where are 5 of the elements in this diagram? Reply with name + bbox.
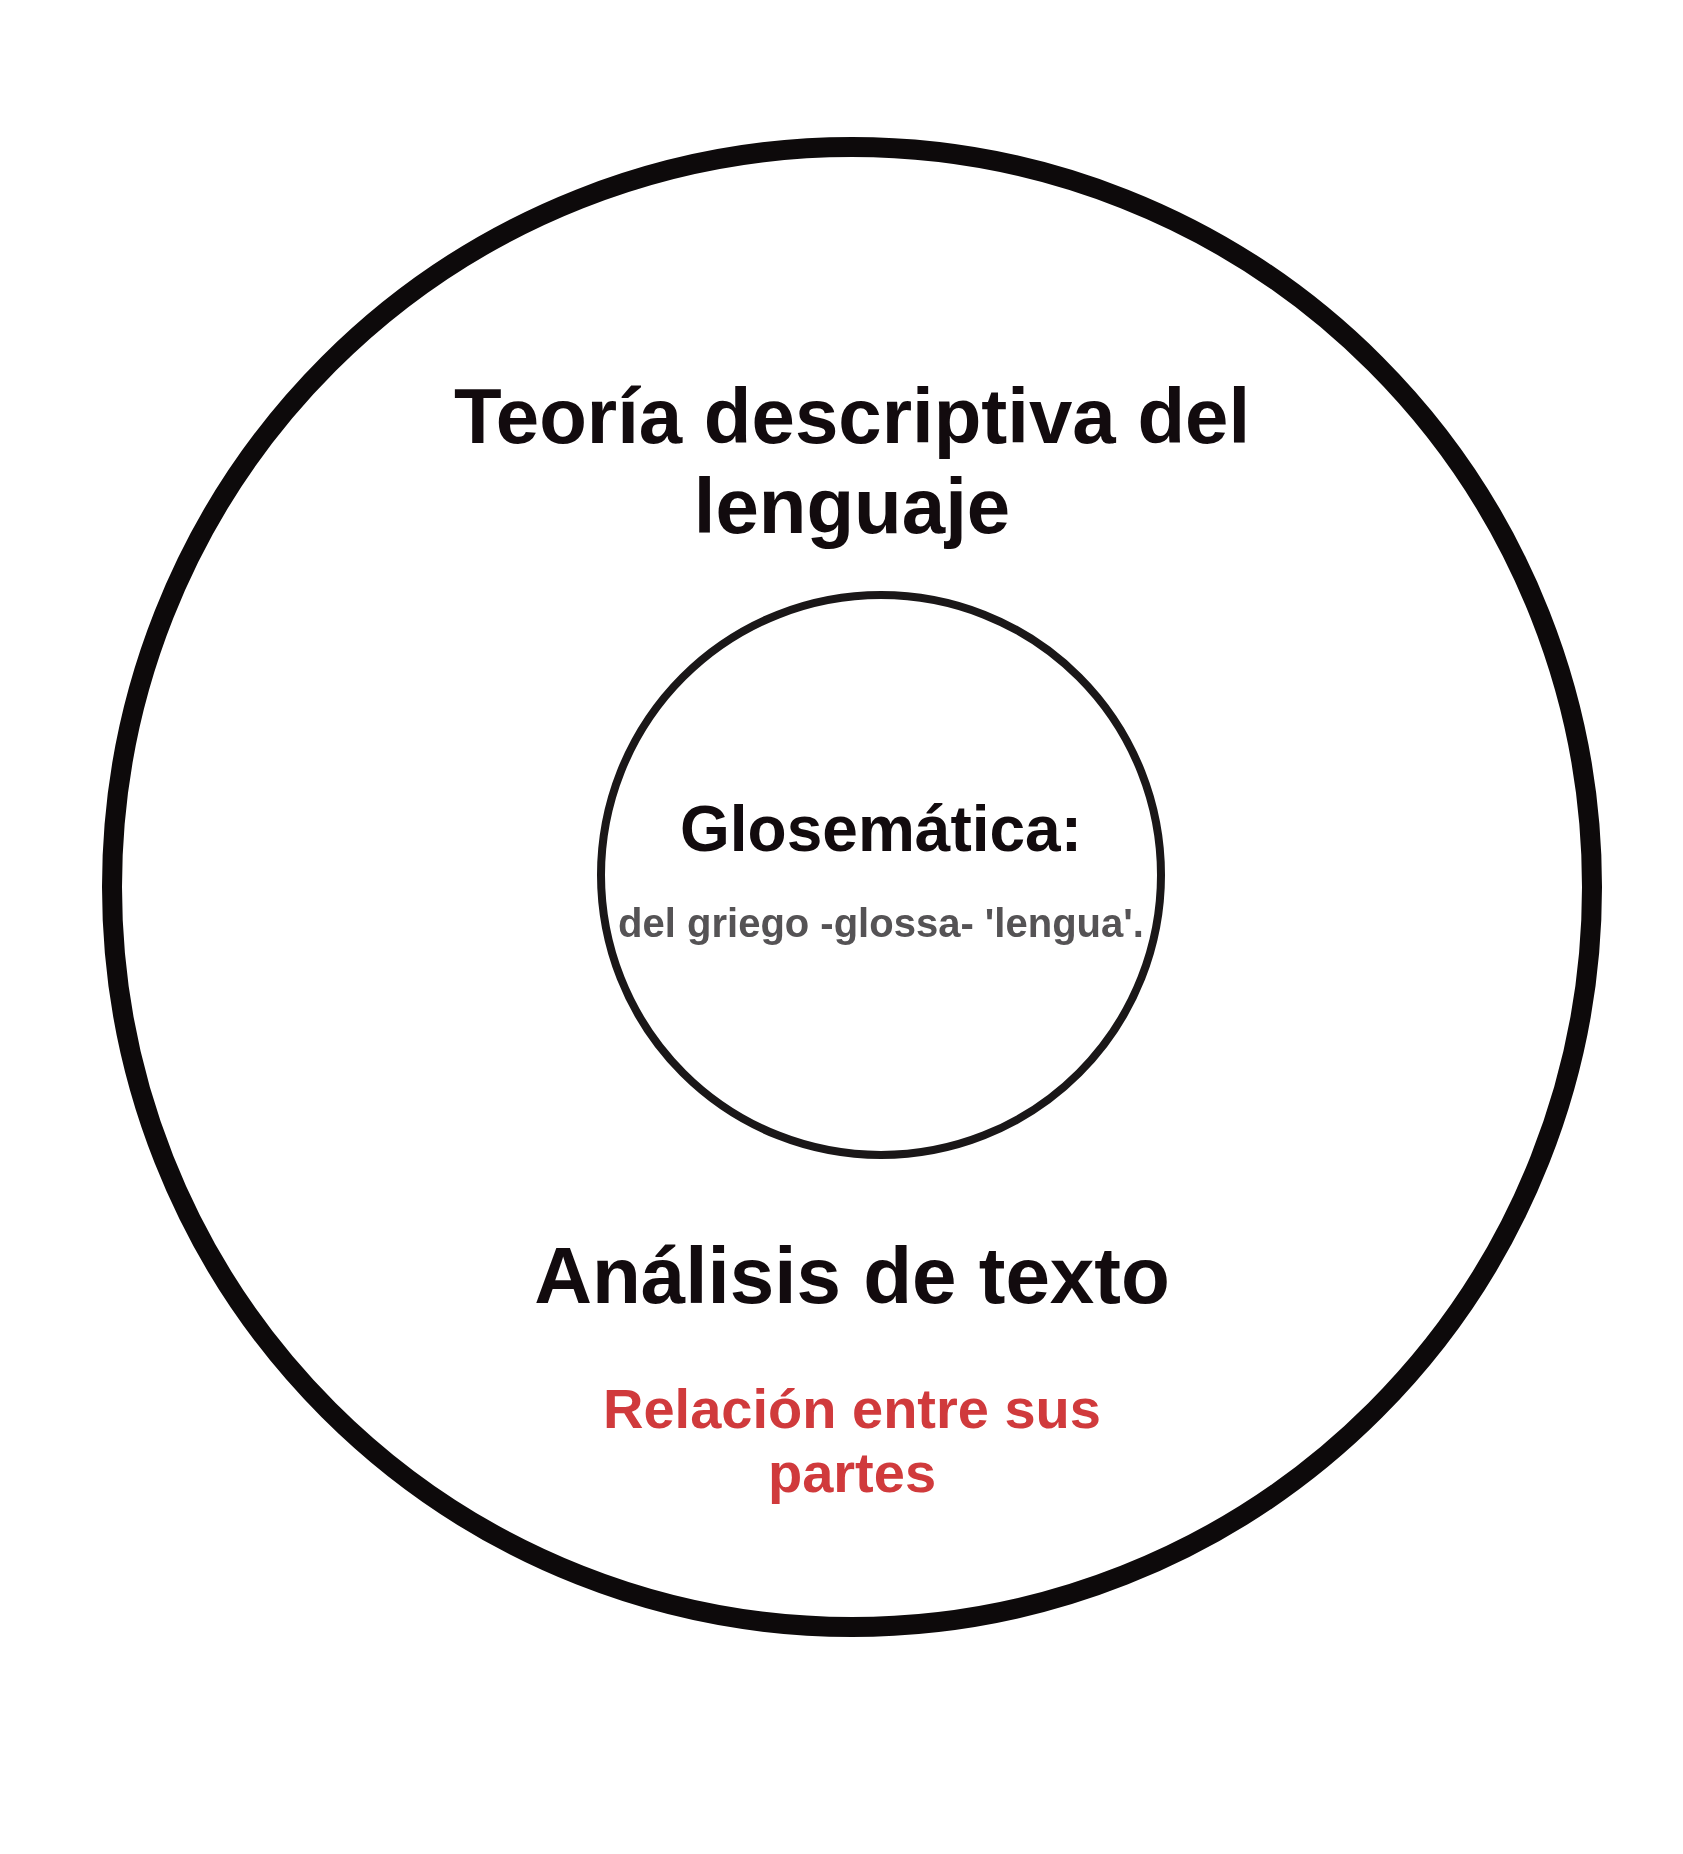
heading-text: Glosemática: <box>679 794 1083 865</box>
heading-text: Teoría descriptiva del lenguaje <box>452 372 1252 552</box>
description-text: del griego -glossa- 'lengua'. <box>617 900 1145 947</box>
subheading-text: Análisis de texto <box>533 1232 1171 1320</box>
description-text: Relación entre sus partes <box>602 1377 1102 1506</box>
